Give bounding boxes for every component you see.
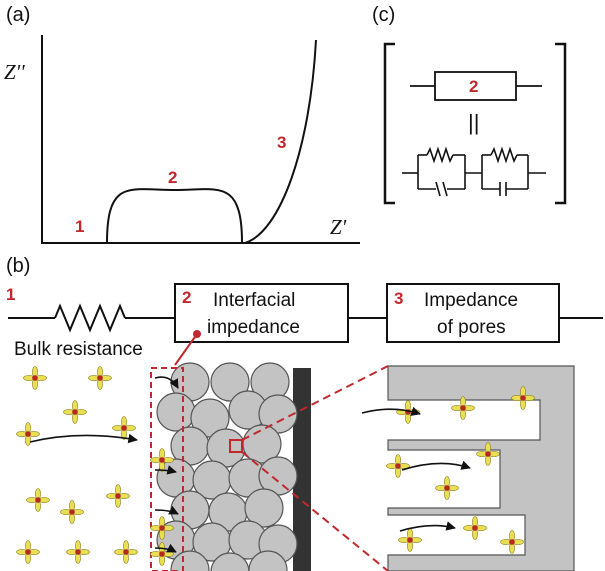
equivalent-circuit [402, 146, 546, 197]
ion [63, 400, 87, 424]
particle-packing [156, 362, 298, 571]
interfacial-impedance-box [174, 283, 349, 343]
bulk-number: 1 [6, 285, 15, 304]
interface-region [150, 367, 184, 571]
ion [150, 516, 174, 540]
ion [88, 366, 112, 390]
flow-arrows [29, 376, 471, 553]
zoom-square [229, 439, 243, 453]
ion [114, 540, 138, 564]
ion [112, 416, 136, 440]
interfacial-label-line2: impedance [207, 317, 300, 338]
panel-b-label: (b) [6, 255, 30, 277]
particle [156, 392, 196, 432]
ion [106, 484, 130, 508]
ion [16, 422, 40, 446]
left-bracket [383, 42, 395, 205]
zoom-line-bottom [241, 451, 389, 571]
interfacial-number: 2 [182, 288, 191, 307]
equivalence-symbol: || [468, 110, 479, 135]
pore-label-line1: Impedance [424, 290, 518, 311]
ion [386, 454, 410, 478]
ion [66, 540, 90, 564]
nyquist-tail [244, 39, 317, 244]
panel-c-label: (c) [372, 4, 395, 26]
particle [244, 488, 284, 528]
ion [60, 500, 84, 524]
pore-structure [387, 365, 575, 571]
zoom-line-top [241, 365, 389, 441]
ion [23, 366, 47, 390]
ion [500, 530, 524, 554]
x-axis-label: Z' [330, 215, 347, 239]
ion [451, 396, 475, 420]
ion [16, 540, 40, 564]
pore-label-line2: of pores [437, 317, 506, 338]
panel-a-label: (a) [6, 4, 30, 26]
pore-impedance-box [386, 283, 560, 343]
ion [463, 516, 487, 540]
particle [170, 550, 210, 571]
impedance-element-box [434, 71, 517, 101]
region-label-3: 3 [277, 133, 286, 152]
nyquist-semicircle [106, 188, 243, 244]
ion [511, 386, 535, 410]
particle [210, 362, 250, 402]
interfacial-label-line1: Interfacial [213, 290, 295, 311]
bulk-resistor [54, 303, 126, 333]
ion [26, 488, 50, 512]
right-bracket [555, 42, 567, 205]
electrode-plate [293, 368, 311, 571]
particle [248, 550, 288, 571]
y-axis-label: Z'' [4, 60, 25, 84]
bulk-resistance-label: Bulk resistance [14, 339, 143, 360]
particle [210, 552, 250, 571]
ion-field [16, 366, 535, 566]
ion [476, 442, 500, 466]
ion [398, 528, 422, 552]
pore-number: 3 [394, 289, 403, 308]
ion [435, 476, 459, 500]
ion [150, 448, 174, 472]
region-label-2: 2 [168, 168, 177, 187]
region-label-1: 1 [75, 217, 84, 236]
interface-pointer-line [174, 333, 198, 366]
impedance-box-number: 2 [469, 77, 478, 96]
